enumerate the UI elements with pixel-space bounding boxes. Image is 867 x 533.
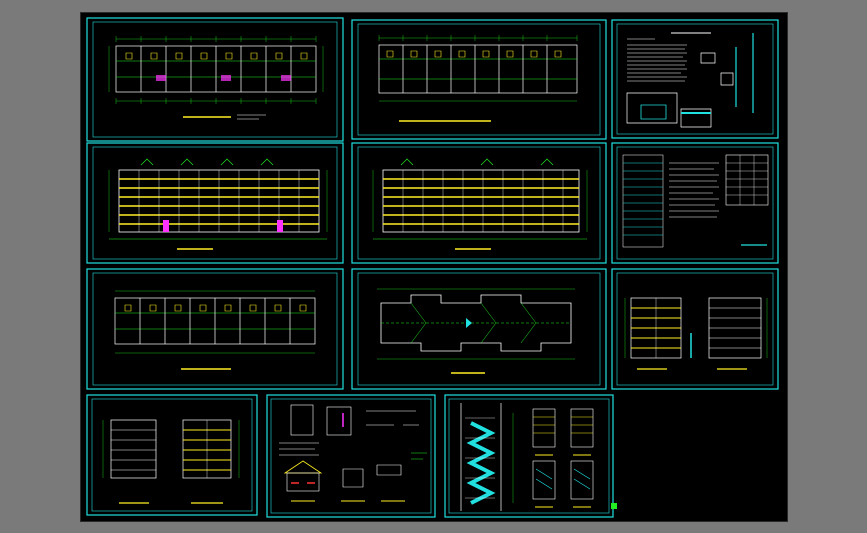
notes-drawing <box>626 32 754 128</box>
cad-model-space[interactable] <box>80 12 788 522</box>
floor-plan-drawing <box>108 36 324 120</box>
roof-plan-drawing <box>377 288 575 374</box>
sheet-sections-a[interactable] <box>611 268 779 390</box>
stair-details-drawing <box>460 403 594 511</box>
ucs-icon <box>611 503 617 509</box>
sheet-plan-a[interactable] <box>86 17 344 142</box>
elevation-drawing <box>372 158 588 250</box>
sheet-plan-c[interactable] <box>86 268 344 390</box>
construction-details-drawing <box>279 404 427 502</box>
side-elevation-drawing <box>624 297 768 370</box>
sheet-sections-b[interactable] <box>86 394 258 516</box>
schedule-tables <box>622 154 769 248</box>
sheet-plan-b[interactable] <box>351 19 607 140</box>
sheet-details[interactable] <box>266 394 436 518</box>
floor-plan-drawing <box>114 290 316 370</box>
elevation-drawing <box>108 158 328 250</box>
sheet-stairs[interactable] <box>444 394 614 518</box>
drawing-canvas[interactable] <box>81 13 787 521</box>
sheet-notes[interactable] <box>611 19 779 139</box>
sheet-elev-b[interactable] <box>351 142 607 264</box>
side-elevation-drawing <box>102 419 240 504</box>
floor-plan-drawing <box>378 35 578 122</box>
sheet-roof[interactable] <box>351 268 607 390</box>
sheet-schedule[interactable] <box>611 142 779 264</box>
sheet-elev-a[interactable] <box>86 142 344 264</box>
